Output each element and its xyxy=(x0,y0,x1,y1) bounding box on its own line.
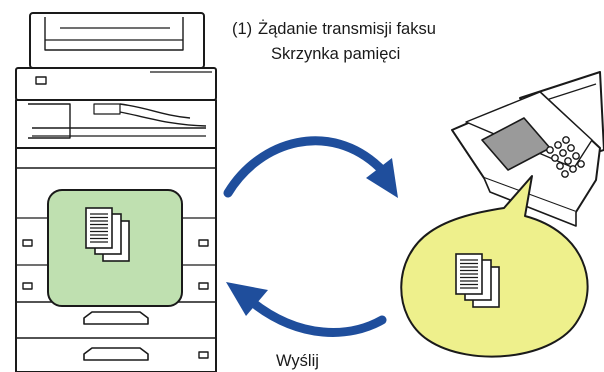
request-arrow xyxy=(223,136,398,198)
send-arrow xyxy=(226,282,387,337)
send-label: Wyślij xyxy=(276,352,319,370)
request-label-line1: Żądanie transmisji faksu xyxy=(258,20,436,38)
request-label-line2: Skrzynka pamięci xyxy=(271,45,401,63)
fax-machine xyxy=(451,71,604,227)
step-number: (1) xyxy=(232,20,253,38)
